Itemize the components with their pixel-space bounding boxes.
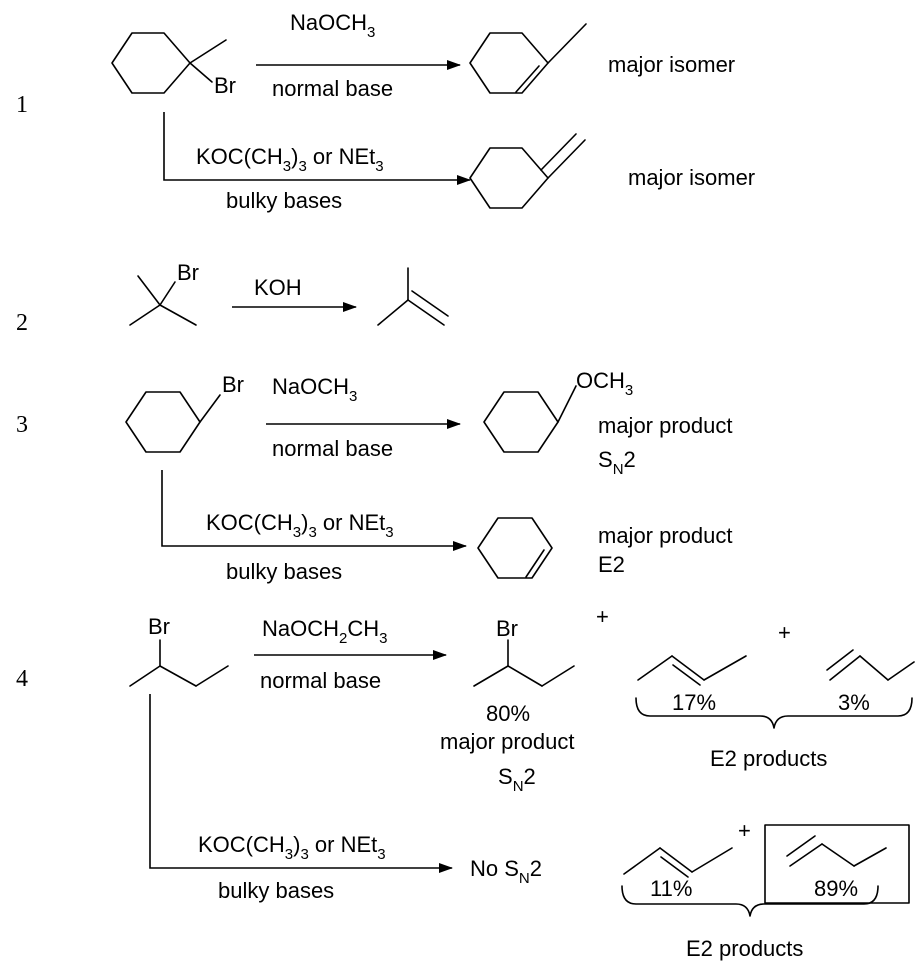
plus-sign: + (778, 620, 791, 645)
reaction-number: 4 (16, 666, 28, 692)
highlight-box (764, 824, 910, 904)
e2-brace (635, 697, 913, 729)
e2-product-structure (786, 835, 887, 867)
product-structure (469, 133, 586, 209)
condition-label: normal base (272, 76, 393, 101)
reactant-structure: Br (125, 372, 244, 453)
normal-base-arrow: NaOCH3 normal base (266, 374, 461, 461)
product-structure (469, 23, 587, 94)
condition-label: bulky bases (218, 878, 334, 903)
bulky-base-arrow: KOC(CH3)3 or NEt3 bulky bases (161, 470, 467, 584)
percent-label: 89% (814, 876, 858, 901)
reagent-label: KOC(CH3)3 or NEt3 (198, 832, 386, 863)
condition-label: bulky bases (226, 559, 342, 584)
methoxy-label: OCH3 (576, 368, 633, 399)
e2-product-structure (826, 649, 915, 681)
koh-arrow: KOH (232, 275, 357, 312)
bromine-label: Br (214, 73, 236, 98)
bromine-label: Br (148, 614, 170, 639)
reaction-number: 2 (16, 310, 28, 336)
normal-base-arrow: NaOCH3 normal base (256, 10, 461, 101)
e2-product-structure (637, 655, 747, 686)
percent-label: 3% (838, 690, 870, 715)
e2-brace (621, 885, 879, 917)
reaction-4: 4 Br NaOCH2CH3 normal base Br + 80% majo… (16, 604, 915, 961)
reactant-structure: Br (111, 32, 236, 98)
sn2-product-structure: Br (473, 616, 575, 687)
plus-sign: + (738, 818, 751, 843)
bromine-label: Br (177, 260, 199, 285)
reagent-label: NaOCH2CH3 (262, 616, 387, 647)
substituent-label: Br (496, 616, 518, 641)
reagent-label: KOC(CH3)3 or NEt3 (206, 510, 394, 541)
reagent-label: KOH (254, 275, 302, 300)
product-structure: OCH3 (483, 368, 633, 453)
bromine-label: Br (222, 372, 244, 397)
no-sn2-label: No SN2 (470, 856, 542, 887)
condition-label: normal base (260, 668, 381, 693)
group-label: E2 products (686, 936, 803, 961)
reaction-number: 1 (16, 92, 28, 118)
product-note: major product (598, 523, 733, 548)
reaction-number: 3 (16, 412, 28, 438)
condition-label: normal base (272, 436, 393, 461)
product-note: major isomer (628, 165, 755, 190)
reagent-label: NaOCH3 (272, 374, 357, 405)
normal-base-arrow: NaOCH2CH3 normal base (254, 616, 447, 693)
reactant-structure: Br (129, 614, 229, 687)
percent-label: 80% (486, 701, 530, 726)
product-mechanism: SN2 (498, 764, 536, 795)
reactant-structure: Br (129, 260, 199, 326)
product-note: major isomer (608, 52, 735, 77)
product-note: major product (440, 729, 575, 754)
reagent-label: NaOCH3 (290, 10, 375, 41)
reaction-3: 3 Br NaOCH3 normal base OCH3 major produ… (16, 368, 733, 584)
group-label: E2 products (710, 746, 827, 771)
product-mechanism: E2 (598, 552, 625, 577)
reaction-1: 1 Br NaOCH3 normal base major isomer KOC… (16, 10, 755, 213)
bulky-base-arrow: KOC(CH3)3 or NEt3 bulky bases (149, 694, 453, 903)
product-structure (477, 517, 553, 579)
reagent-label: KOC(CH3)3 or NEt3 (196, 144, 384, 175)
condition-label: bulky bases (226, 188, 342, 213)
plus-sign: + (596, 604, 609, 629)
product-mechanism: SN2 (598, 447, 636, 478)
percent-label: 17% (672, 690, 716, 715)
product-note: major product (598, 413, 733, 438)
product-structure (377, 267, 449, 326)
e2-product-structure (623, 847, 733, 878)
reaction-2: 2 Br KOH (16, 260, 449, 336)
percent-label: 11% (650, 876, 692, 901)
bulky-base-arrow: KOC(CH3)3 or NEt3 bulky bases (163, 112, 471, 213)
